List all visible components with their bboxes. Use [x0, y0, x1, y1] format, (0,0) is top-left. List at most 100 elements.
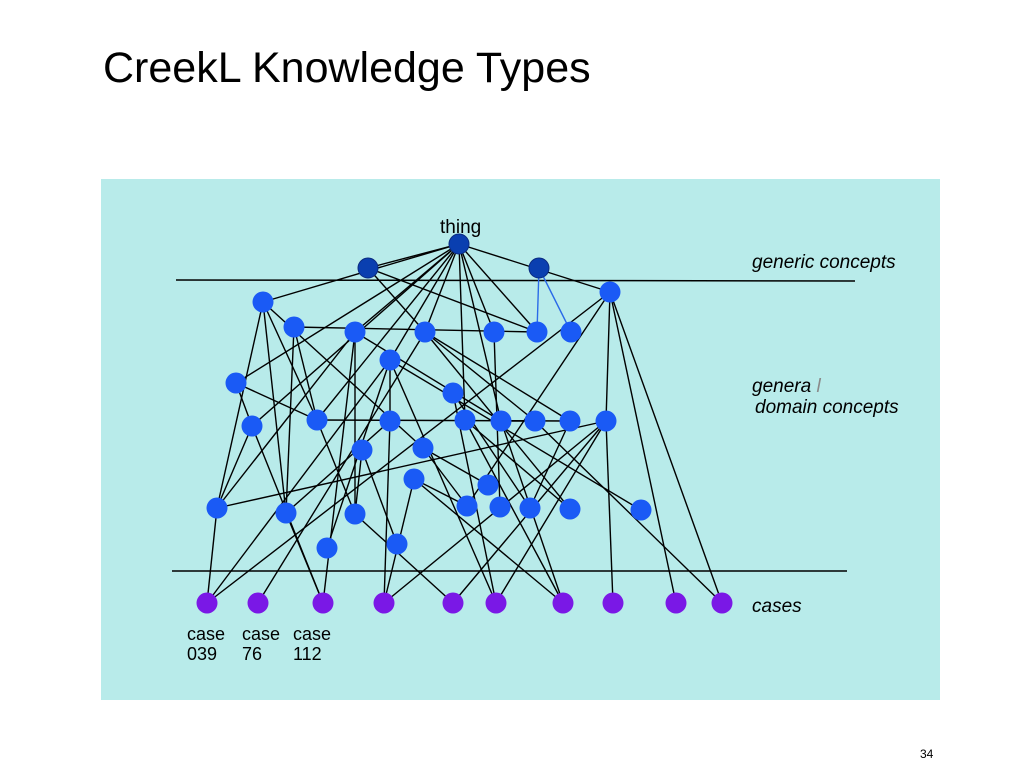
edge-thing-b3	[424, 243, 460, 333]
concept-node-b3	[414, 321, 436, 343]
concept-node-i3	[344, 503, 366, 525]
concept-node-e4	[454, 409, 476, 431]
edge-thing-e2	[316, 243, 460, 421]
edge-e4-i7	[464, 419, 571, 510]
case-node-k5	[485, 592, 507, 614]
edge-e3-k3	[383, 420, 391, 604]
general-domain-label-line2: domain concepts	[755, 397, 899, 418]
edge-a2-k0	[206, 291, 611, 604]
edge-b2-k2	[322, 331, 356, 604]
concept-node-e7	[559, 410, 581, 432]
edge-a1-e2	[262, 301, 318, 421]
case-label-112: case 112	[293, 624, 332, 664]
concept-node-e1	[241, 415, 263, 437]
concept-network-graph	[172, 233, 856, 614]
generic-node-thing	[448, 233, 470, 255]
edge-f1-i3	[354, 449, 363, 515]
concept-node-j1	[316, 537, 338, 559]
edge-f2-h1	[422, 447, 489, 486]
edge-thing-b5	[458, 243, 538, 333]
concept-node-b5	[526, 321, 548, 343]
concept-node-f2	[412, 437, 434, 459]
case-node-k3	[373, 592, 395, 614]
concept-node-i2	[275, 502, 297, 524]
case-node-k8	[665, 592, 687, 614]
root-node-label: thing	[440, 217, 482, 238]
edge-thing-c1	[389, 243, 460, 361]
case-node-k2	[312, 592, 334, 614]
concept-node-a2	[599, 281, 621, 303]
concept-node-j2	[386, 533, 408, 555]
blue-edge-g2-b5	[536, 267, 540, 333]
case-node-k9	[711, 592, 733, 614]
edge-e4-k6	[464, 419, 564, 604]
concept-node-i1	[206, 497, 228, 519]
slide-title: CreekL Knowledge Types	[103, 44, 591, 92]
page-number: 34	[920, 747, 934, 761]
edge-g1-b3	[367, 267, 426, 333]
concept-node-e3	[379, 410, 401, 432]
edge-b2-e5	[354, 331, 502, 422]
edge-e1-i1	[216, 425, 253, 509]
edge-i1-k0	[206, 507, 218, 604]
concept-node-b4	[483, 321, 505, 343]
concept-node-a1	[252, 291, 274, 313]
concept-node-e8	[595, 410, 617, 432]
concept-node-i6	[519, 497, 541, 519]
edge-b1-e2	[293, 326, 318, 421]
edge-e8-k5	[495, 420, 607, 604]
case-label-76: case 76	[242, 624, 281, 664]
concept-node-b1	[283, 316, 305, 338]
edge-a2-i4	[466, 291, 611, 507]
general-glitch-char: l	[816, 376, 821, 397]
cases-label: cases	[752, 596, 802, 617]
edge-g3-k6	[413, 478, 564, 604]
case-node-k4	[442, 592, 464, 614]
edge-e8-k7	[605, 420, 614, 604]
edge-d1-e2	[235, 382, 318, 421]
case-node-k6	[552, 592, 574, 614]
concept-node-e2	[306, 409, 328, 431]
concept-node-e5	[490, 410, 512, 432]
edge-b3-e7	[424, 331, 571, 422]
concept-node-f1	[351, 439, 373, 461]
concept-node-b6	[560, 321, 582, 343]
edge-thing-b4	[458, 243, 495, 333]
edge-b3-e6	[424, 331, 536, 422]
edge-thing-e5	[458, 243, 502, 422]
edge-f2-i4	[422, 447, 468, 507]
edge-a2-k8	[609, 291, 677, 604]
edge-a1-i1	[216, 301, 264, 509]
edge-b2-i1	[216, 331, 356, 509]
concept-node-e6	[524, 410, 546, 432]
edge-c1-i8	[389, 359, 642, 511]
case-label-039: case 039	[187, 624, 226, 664]
concept-node-h1	[477, 474, 499, 496]
edge-thing-d1	[235, 243, 460, 384]
case-node-k7	[602, 592, 624, 614]
generic-layer-separator	[175, 279, 856, 282]
case-node-k0	[196, 592, 218, 614]
concept-node-i7	[559, 498, 581, 520]
edge-e6-k9	[534, 420, 723, 604]
blue-edge-g2-b6	[538, 267, 572, 333]
edge-i1-e8	[216, 420, 607, 509]
edge-f1-j2	[361, 449, 398, 545]
edge-i3-k4	[354, 513, 454, 604]
concept-node-d2	[442, 382, 464, 404]
edge-e2-i3	[316, 419, 356, 515]
general-prefix: genera	[752, 376, 812, 397]
concept-node-i5	[489, 496, 511, 518]
concept-node-i4	[456, 495, 478, 517]
edge-e7-i6	[529, 420, 571, 509]
concept-node-i8	[630, 499, 652, 521]
generic-node-g2	[528, 257, 550, 279]
edge-thing-e4	[458, 243, 466, 421]
edge-c1-k5	[389, 359, 497, 604]
edge-g1-b5	[367, 267, 538, 333]
knowledge-types-diagram: thing generic concepts genera l domain c…	[101, 179, 940, 700]
general-domain-label-line1: genera l	[752, 376, 821, 398]
edge-e3-i2	[285, 420, 391, 514]
edge-a2-k9	[609, 291, 723, 604]
generic-node-g1	[357, 257, 379, 279]
